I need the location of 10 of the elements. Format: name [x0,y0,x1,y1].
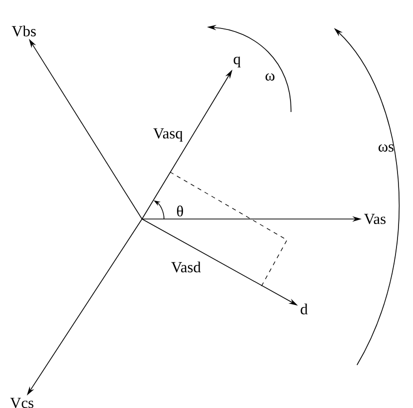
label: ωs [378,144,394,152]
axis-label: d [300,304,308,314]
label: ω [266,73,274,81]
label: θ [177,206,184,216]
label: Vasd [171,262,201,272]
label: Vasq [153,128,183,142]
axis-label: Vas [364,214,386,224]
axis-label: Vcs [10,398,34,408]
axis-label: Vbs [12,26,36,36]
axis-label: q [234,56,241,68]
